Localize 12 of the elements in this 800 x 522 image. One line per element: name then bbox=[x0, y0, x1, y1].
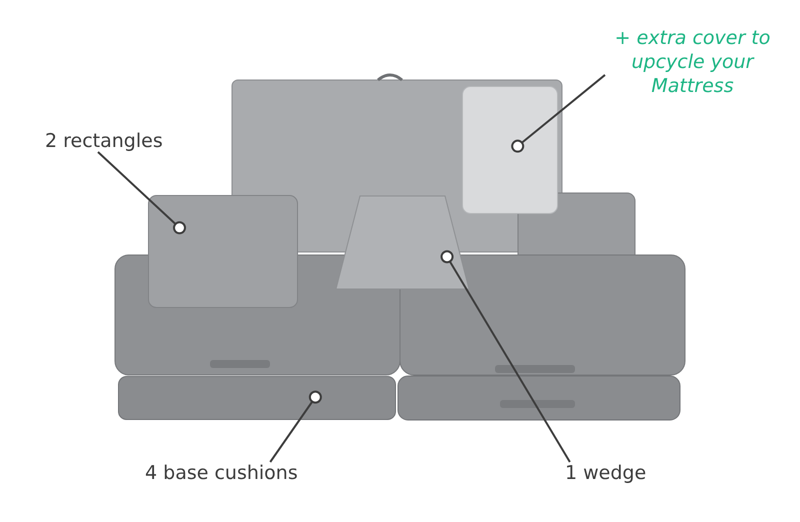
callout-text: 1 wedge bbox=[565, 462, 646, 484]
leader-line bbox=[97, 151, 186, 234]
wedge-cushion bbox=[335, 195, 470, 290]
callout-text: 2 rectangles bbox=[45, 130, 163, 152]
callout-text: + extra cover to upcycle your Mattress bbox=[605, 26, 780, 98]
base-cushion bbox=[118, 376, 396, 420]
rectangle-cushion bbox=[148, 195, 298, 308]
leader-line bbox=[440, 250, 571, 463]
leader-line bbox=[269, 390, 322, 463]
mattress-cover bbox=[462, 86, 558, 214]
leader-line bbox=[511, 74, 606, 153]
callout-text: 4 base cushions bbox=[145, 462, 298, 484]
